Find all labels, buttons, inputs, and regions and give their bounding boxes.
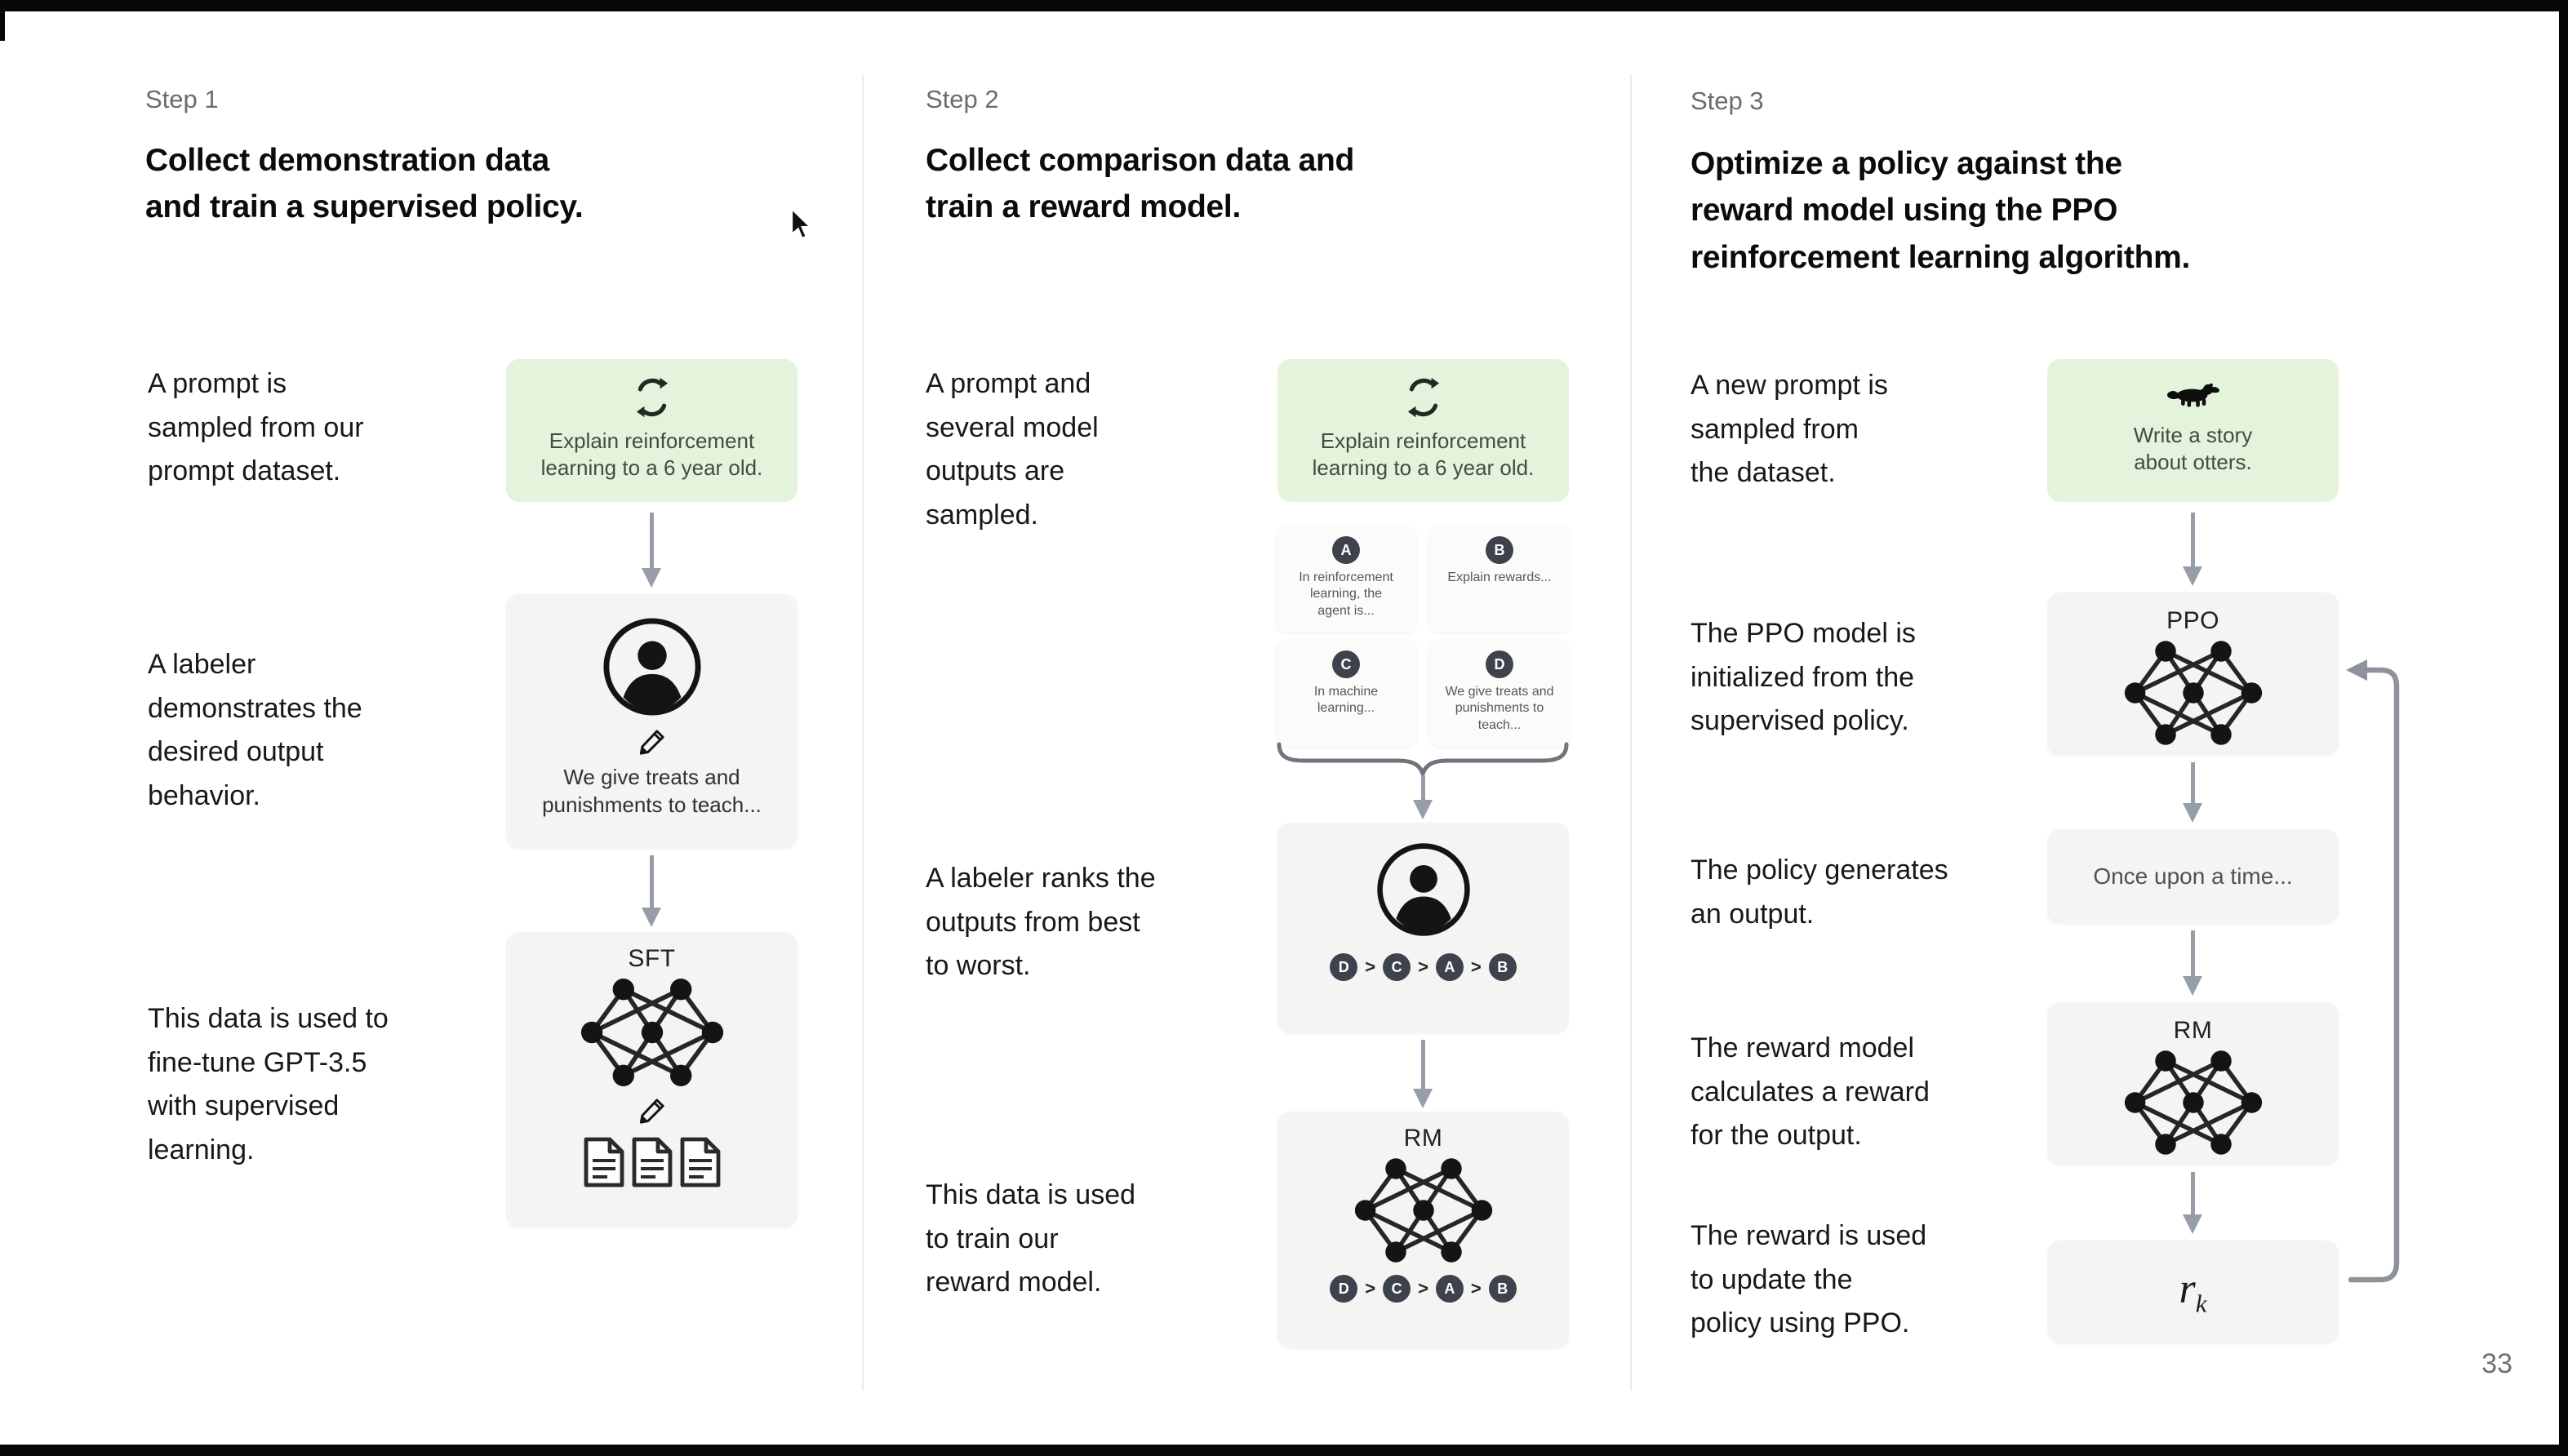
option-text: We give treats and punishments to teach.… [1445, 685, 1554, 732]
rank-badge: D [1330, 1275, 1358, 1303]
step3-reward-box: rk [2047, 1241, 2339, 1343]
rank-separator: > [1365, 957, 1376, 977]
step3-caption-new-prompt: A new prompt is sampled from the dataset… [1691, 370, 1888, 489]
step3-rm-box: RM [2047, 1002, 2339, 1165]
output-card-d: D We give treats and punishments to teac… [1429, 641, 1570, 747]
step3-output-box-text: Once upon a time... [2093, 863, 2293, 889]
step3-label: Step 3 [1691, 87, 1764, 115]
rm-label: RM [1403, 1125, 1443, 1152]
step1-label: Step 1 [145, 85, 219, 113]
letterbox-right [2559, 0, 2568, 1456]
option-badge: A [1332, 536, 1360, 564]
rank-separator: > [1470, 957, 1482, 977]
step2-title: Collect comparison data and train a rewa… [926, 143, 1355, 225]
step3-caption-reward: The reward model calculates a reward for… [1691, 1032, 1930, 1152]
output-card-c: C In machine learning... [1276, 641, 1416, 747]
option-text: In machine learning... [1313, 685, 1379, 716]
person-icon [1375, 841, 1473, 939]
step1-caption-finetune: This data is used to fine-tune GPT-3.5 w… [148, 1003, 389, 1166]
document-icon [583, 1136, 625, 1188]
arrow-down-icon [2182, 930, 2203, 996]
step1-prompt-box-text: Explain reinforcement learning to a 6 ye… [540, 428, 763, 481]
option-badge: B [1486, 536, 1513, 564]
output-card-a: A In reinforcement learning, the agent i… [1276, 526, 1416, 633]
step1-labeler-box-text: We give treats and punishments to teach.… [542, 765, 762, 817]
rank-separator: > [1365, 1278, 1376, 1298]
step2-prompt-box-text: Explain reinforcement learning to a 6 ye… [1312, 428, 1535, 481]
step1-labeler-box: We give treats and punishments to teach.… [506, 594, 798, 849]
ppo-label: PPO [2166, 607, 2219, 634]
network-icon [1354, 1157, 1493, 1263]
option-text: In reinforcement learning, the agent is.… [1299, 570, 1393, 618]
step3-caption-update: The reward is used to update the policy … [1691, 1220, 1927, 1339]
document-icon [679, 1136, 722, 1188]
rank-separator: > [1418, 957, 1428, 977]
ranking-row: D > C > A > B [1330, 953, 1517, 981]
document-icon [631, 1136, 673, 1188]
rank-badge: C [1383, 1275, 1411, 1303]
rank-badge: B [1488, 1275, 1517, 1303]
rank-badge: A [1435, 1275, 1464, 1303]
step2-rm-box: RM D > C > A > B [1277, 1112, 1569, 1348]
rank-badge: A [1435, 953, 1464, 981]
step3-title: Optimize a policy against the reward mod… [1691, 146, 2191, 275]
arrow-down-icon [1412, 1040, 1433, 1108]
documents-row [583, 1136, 722, 1188]
step1-title: Collect demonstration data and train a s… [145, 143, 584, 225]
step2-labeler-box: D > C > A > B [1277, 823, 1569, 1033]
rank-badge: C [1383, 953, 1411, 981]
letterbox-left-stub [0, 0, 5, 41]
step1-caption-labeler: A labeler demonstrates the desired outpu… [148, 649, 362, 812]
step2-caption-ranks: A labeler ranks the outputs from best to… [926, 863, 1156, 982]
step1-prompt-box: Explain reinforcement learning to a 6 ye… [506, 359, 798, 502]
pencil-icon [635, 1094, 669, 1128]
rank-separator: > [1470, 1278, 1482, 1298]
ranking-row: D > C > A > B [1330, 1275, 1517, 1303]
brace-icon [1277, 742, 1569, 777]
mouse-cursor-icon [790, 207, 813, 240]
arrow-down-icon [2182, 1172, 2203, 1234]
step3-prompt-box-text: Write a story about otters. [2133, 423, 2253, 475]
step3-prompt-box: Write a story about otters. [2047, 359, 2339, 502]
rm-label: RM [2173, 1017, 2213, 1044]
option-badge: C [1332, 650, 1360, 678]
rank-badge: D [1330, 953, 1358, 981]
network-icon [2124, 640, 2263, 746]
step3-caption-output: The policy generates an output. [1691, 855, 1948, 930]
column-divider-2 [1630, 75, 1632, 1391]
recycle-icon [1402, 375, 1446, 419]
network-icon [580, 978, 724, 1087]
person-icon [601, 615, 704, 718]
step1-sft-box: SFT [506, 932, 798, 1227]
loop-arrow-icon [2346, 659, 2400, 1283]
arrow-down-icon [2182, 762, 2203, 823]
rank-separator: > [1418, 1278, 1428, 1298]
step3-output-box: Once upon a time... [2047, 829, 2339, 924]
recycle-icon [630, 375, 674, 419]
step2-prompt-box: Explain reinforcement learning to a 6 ye… [1277, 359, 1569, 502]
arrow-down-icon [1412, 775, 1433, 819]
step1-caption-prompt: A prompt is sampled from our prompt data… [148, 368, 364, 487]
step2-caption-sampled: A prompt and several model outputs are s… [926, 368, 1099, 531]
letterbox-top [0, 0, 2568, 11]
sft-label: SFT [628, 945, 676, 972]
step2-caption-train: This data is used to train our reward mo… [926, 1179, 1136, 1298]
arrow-down-icon [641, 855, 662, 927]
step2-label: Step 2 [926, 85, 999, 113]
reward-value: rk [2179, 1266, 2207, 1318]
option-badge: D [1486, 650, 1513, 678]
otter-icon [2166, 380, 2220, 411]
pencil-icon [635, 725, 669, 759]
network-icon [2124, 1050, 2263, 1156]
step3-ppo-box: PPO [2047, 593, 2339, 756]
arrow-down-icon [2182, 513, 2203, 586]
output-card-b: B Explain rewards... [1429, 526, 1570, 633]
arrow-down-icon [641, 513, 662, 588]
option-text: Explain rewards... [1447, 570, 1552, 584]
rank-badge: B [1488, 953, 1517, 981]
column-divider-1 [862, 75, 864, 1391]
letterbox-bottom [0, 1445, 2568, 1456]
page-number: 33 [2481, 1348, 2512, 1379]
step3-caption-ppo: The PPO model is initialized from the su… [1691, 618, 1916, 737]
